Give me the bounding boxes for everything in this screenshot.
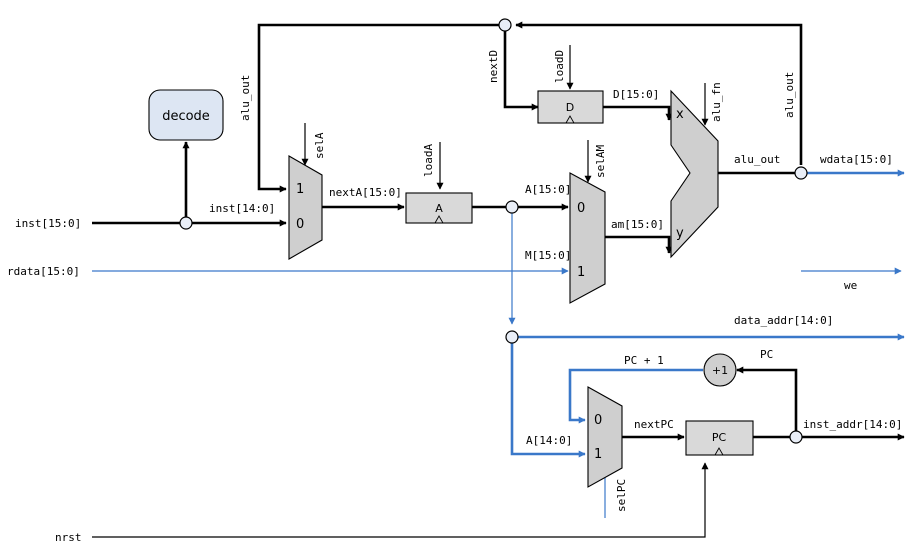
register-d: D [537,90,604,124]
incrementer-label: +1 [712,364,728,377]
wire-alu-out-feedback [515,21,803,165]
alu-y-label: y [676,226,684,241]
register-a-label: A [435,202,443,215]
decode-block: decode [148,89,224,141]
mux-pc-in1: 1 [594,447,602,462]
signal-next-d-label: nextD [487,50,500,83]
io-inst-label: inst[15:0] [15,217,81,230]
vertical-labels: alu_out alu_out nextD loadD selA loadA s… [239,50,796,512]
signal-am-bus-label: am[15:0] [611,218,664,231]
wire-pc-plus-1 [568,368,703,424]
blue-wires [92,169,905,518]
junction-addr [505,330,519,344]
signal-m-bus-label: M[15:0] [525,249,571,262]
signal-alu-fn-label: alu_fn [710,82,723,122]
register-pc: PC [685,420,754,456]
mux-am: 0 1 [569,172,606,304]
signal-pc-plus-1-label: PC + 1 [624,354,664,367]
register-pc-label: PC [712,431,727,444]
black-wires [92,21,905,538]
io-inst-addr-label: inst_addr[14:0] [803,418,902,431]
clock-triangle-d [565,115,575,124]
mux-a: 1 0 [288,155,323,260]
register-a: A [405,192,473,224]
wire-nextD [503,30,539,111]
signal-d-bus-label: D[15:0] [613,88,659,101]
junction-a [505,200,519,214]
mux-pc-in0: 0 [594,413,602,428]
signal-inst-low-label: inst[14:0] [209,202,275,215]
signal-load-a-label: loadA [422,144,435,177]
signal-sel-am-label: selAM [594,145,607,178]
alu-x-label: x [676,107,684,122]
incrementer: +1 [703,353,737,387]
signal-sel-pc-label: selPC [615,479,628,512]
io-nrst-label: nrst [55,531,82,544]
wire-feedback-to-muxA [257,23,505,193]
mux-pc: 0 1 [587,386,623,488]
clock-triangle-a [434,215,444,224]
mux-a-in0: 0 [296,217,304,232]
mux-am-in0: 0 [577,201,585,216]
signal-a-low-label: A[14:0] [526,434,572,447]
alu: x y [670,89,719,259]
junction-alu-out [794,166,808,180]
wire-pc-to-inc [736,366,798,431]
mux-am-in1: 1 [577,265,585,280]
io-data-addr-label: data_addr[14:0] [734,314,833,327]
signal-alu-out-right-label: alu_out [783,72,796,118]
incrementer-circle [703,353,737,387]
signal-alu-out-label: alu_out [734,153,780,166]
signal-load-d-label: loadD [553,50,566,83]
junction-pc [789,430,803,444]
signal-a-bus-label: A[15:0] [525,183,571,196]
mux-a-in1: 1 [296,182,304,197]
signal-next-pc-label: nextPC [634,418,674,431]
clock-triangle-pc [714,447,724,456]
wire-a-low [510,343,586,458]
io-we-label: we [844,279,857,292]
junctions [179,18,808,444]
junction-inst [179,216,193,230]
wire-am [605,235,673,254]
signal-next-a-label: nextA[15:0] [329,186,402,199]
wire-d-out [603,105,673,121]
signal-pc-label: PC [760,348,773,361]
io-rdata-label: rdata[15:0] [7,265,80,278]
junction-feedback [498,18,512,32]
signal-sel-a-label: selA [313,132,326,159]
signal-alu-out-left-label: alu_out [239,75,252,121]
decode-label: decode [162,109,210,124]
horizontal-labels: inst[15:0] rdata[15:0] nrst wdata[15:0] … [7,88,902,544]
io-wdata-label: wdata[15:0] [820,153,893,166]
wire-nrst [92,462,709,538]
register-d-label: D [566,101,574,114]
